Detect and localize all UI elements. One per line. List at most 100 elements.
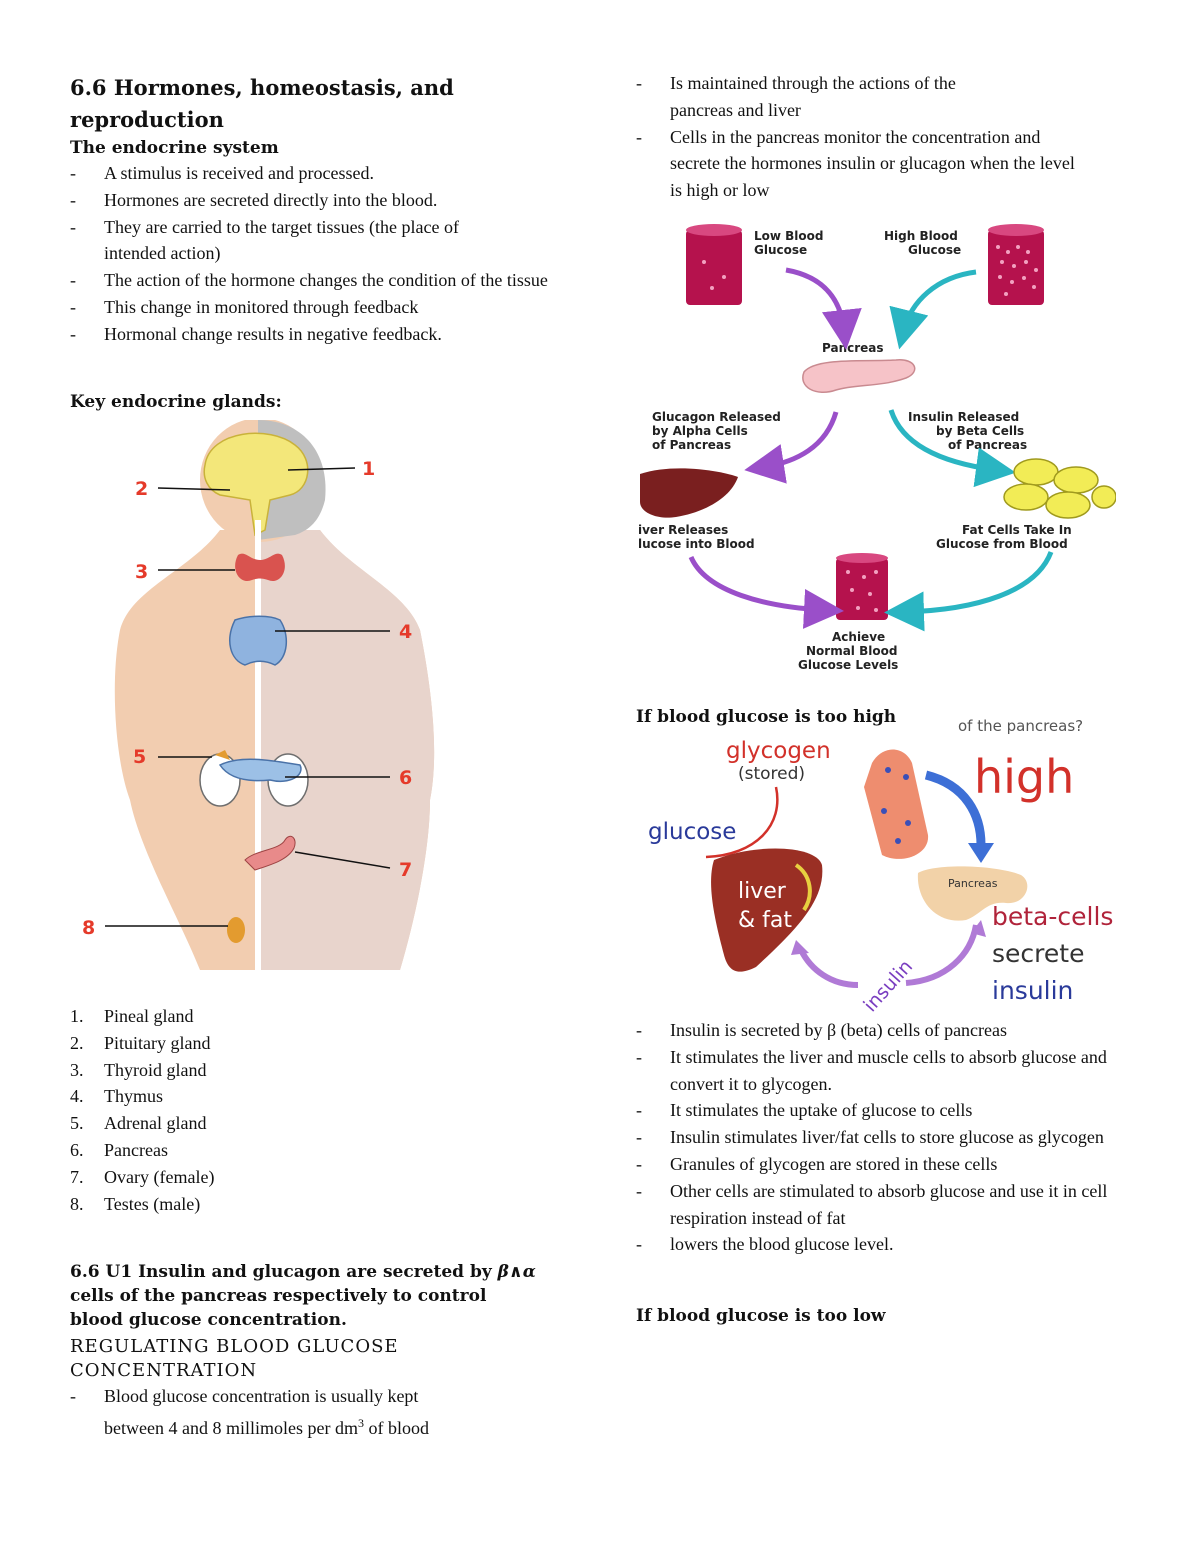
glycogen-curve-arrow [705,786,779,859]
too-low-heading: If blood glucose is too low [636,1306,886,1326]
beta-cells-label: beta-cells [992,902,1113,931]
high-glucose-points-list: Insulin is secreted by β (beta) cells of… [600,1017,1120,1258]
label-6: 6 [399,767,412,789]
list-item: lowers the blood glucose level. [600,1231,1120,1258]
fat-cells [1003,458,1116,519]
fat-label-2: Glucose from Blood [936,537,1068,551]
thymus-shape [229,615,287,666]
secrete-label: secrete [992,939,1084,968]
insulin-label-2: by Beta Cells [936,424,1024,438]
list-item: Hormones are secreted directly into the … [34,187,554,214]
insulin-arrow-right [905,924,979,986]
label-7: 7 [399,859,412,881]
glands-list: 1.Pineal gland 2.Pituitary gland 3.Thyro… [34,1003,554,1217]
greek-beta-alpha: β∧α [497,1262,536,1282]
endocrine-glands-diagram: 1 2 3 4 5 6 7 8 [82,420,435,975]
body-divider [255,520,261,975]
list-item: Other cells are stimulated to absorb glu… [600,1178,1120,1232]
list-item: Insulin is secreted by β (beta) cells of… [600,1017,1120,1044]
list-item: A stimulus is received and processed. [34,160,554,187]
page-title: 6.6 Hormones, homeostasis, and reproduct… [70,75,454,132]
leader-lines [105,467,391,927]
pancreas-points-list: Is maintained through the actions of the… [600,70,1120,204]
liver-organ [711,848,823,972]
blood-vessel [864,749,929,859]
insulin-label-3: of Pancreas [948,438,1027,452]
list-item: Hormonal change results in negative feed… [34,321,554,348]
list-item: 6.Pancreas [70,1139,168,1160]
fat-label: & fat [738,908,792,933]
glucagon-label-1: Glucagon Released [652,410,781,424]
label-4: 4 [399,621,412,643]
pancreas-label: Pancreas [822,341,884,355]
liver-organ [640,468,738,518]
high-label-1: High Blood [884,229,958,243]
endocrine-points-list: A stimulus is received and processed. Ho… [34,160,554,348]
list-item: 5.Adrenal gland [70,1113,207,1134]
adrenal-shape [215,750,230,760]
list-item: 3.Thyroid gland [70,1059,207,1080]
fat-to-normal-arrow [884,551,1054,632]
pancreas-small-label: Pancreas [948,877,998,890]
high-to-pancreas-arrow [889,269,977,350]
label-1: 1 [362,458,375,480]
u1-heading: 6.6 U1 Insulin and glucagon are secreted… [70,1262,536,1330]
low-to-pancreas-arrow [785,267,862,350]
high-glucose-diagram: of the pancreas? glycogen (stored) gluco… [648,717,1113,1015]
torso-right [258,530,435,970]
pancreas-organ [802,359,916,393]
label-3: 3 [135,561,148,583]
glucose-cycle-diagram: Low Blood Glucose High Blood Glucose Pan… [638,224,1116,672]
list-item: Blood glucose concentration is usually k… [34,1383,554,1442]
blood-to-pancreas-arrow [924,770,986,846]
pancreas-organ [917,866,1028,921]
stored-label: (stored) [738,764,805,784]
list-item: 2.Pituitary gland [70,1032,211,1053]
regulating-heading: REGULATING BLOOD GLUCOSE CONCENTRATION [70,1336,399,1381]
list-item: 8.Testes (male) [70,1193,201,1214]
fat-label-1: Fat Cells Take In [962,523,1072,537]
list-item: It stimulates the uptake of glucose to c… [600,1097,1120,1124]
low-label-1: Low Blood [754,229,824,243]
cut-off-text: of the pancreas? [958,717,1083,735]
normal-label-2: Normal Blood [806,644,897,658]
normal-label-3: Glucose Levels [798,658,898,672]
insulin-word-label: insulin [992,976,1073,1005]
testis-shape [227,917,245,943]
insulin-label-1: Insulin Released [908,410,1019,424]
liver-to-normal-arrow [688,555,844,629]
glycogen-label: glycogen [726,738,831,764]
glucagon-label-3: of Pancreas [652,438,731,452]
normal-label-1: Achieve [832,630,885,644]
high-label: high [974,750,1074,804]
insulin-arrow-left [798,948,859,988]
list-item: Is maintained through the actions of the… [600,70,1120,124]
liver-label-1: iver Releases [638,523,728,537]
list-item: They are carried to the target tissues (… [34,214,554,268]
list-item: It stimulates the liver and muscle cells… [600,1044,1120,1098]
liver-label-2: lucose into Blood [638,537,755,551]
list-item: 4.Thymus [70,1086,164,1107]
list-item: Insulin stimulates liver/fat cells to st… [600,1124,1120,1151]
too-high-heading: If blood glucose is too high [636,707,897,727]
pancreas-shape [218,758,302,782]
liver-label: liver [738,879,787,904]
low-glucose-tube [686,230,742,305]
ovary-shape [244,835,296,871]
endocrine-heading: The endocrine system [70,138,279,158]
list-item: 1.Pineal gland [70,1006,194,1026]
label-2: 2 [135,478,148,500]
list-item: This change in monitored through feedbac… [34,294,554,321]
list-item: Granules of glycogen are stored in these… [600,1151,1120,1178]
label-8: 8 [82,917,95,939]
high-glucose-tube [988,230,1044,305]
high-label-2: Glucose [908,243,961,257]
thyroid-shape [235,553,285,581]
label-5: 5 [133,746,146,768]
insulin-arrow [888,409,1016,488]
glands-heading: Key endocrine glands: [70,392,282,412]
glucagon-label-2: by Alpha Cells [652,424,748,438]
list-item: 7.Ovary (female) [70,1166,215,1187]
glucose-label: glucose [648,819,736,845]
list-item: Cells in the pancreas monitor the concen… [600,124,1120,204]
